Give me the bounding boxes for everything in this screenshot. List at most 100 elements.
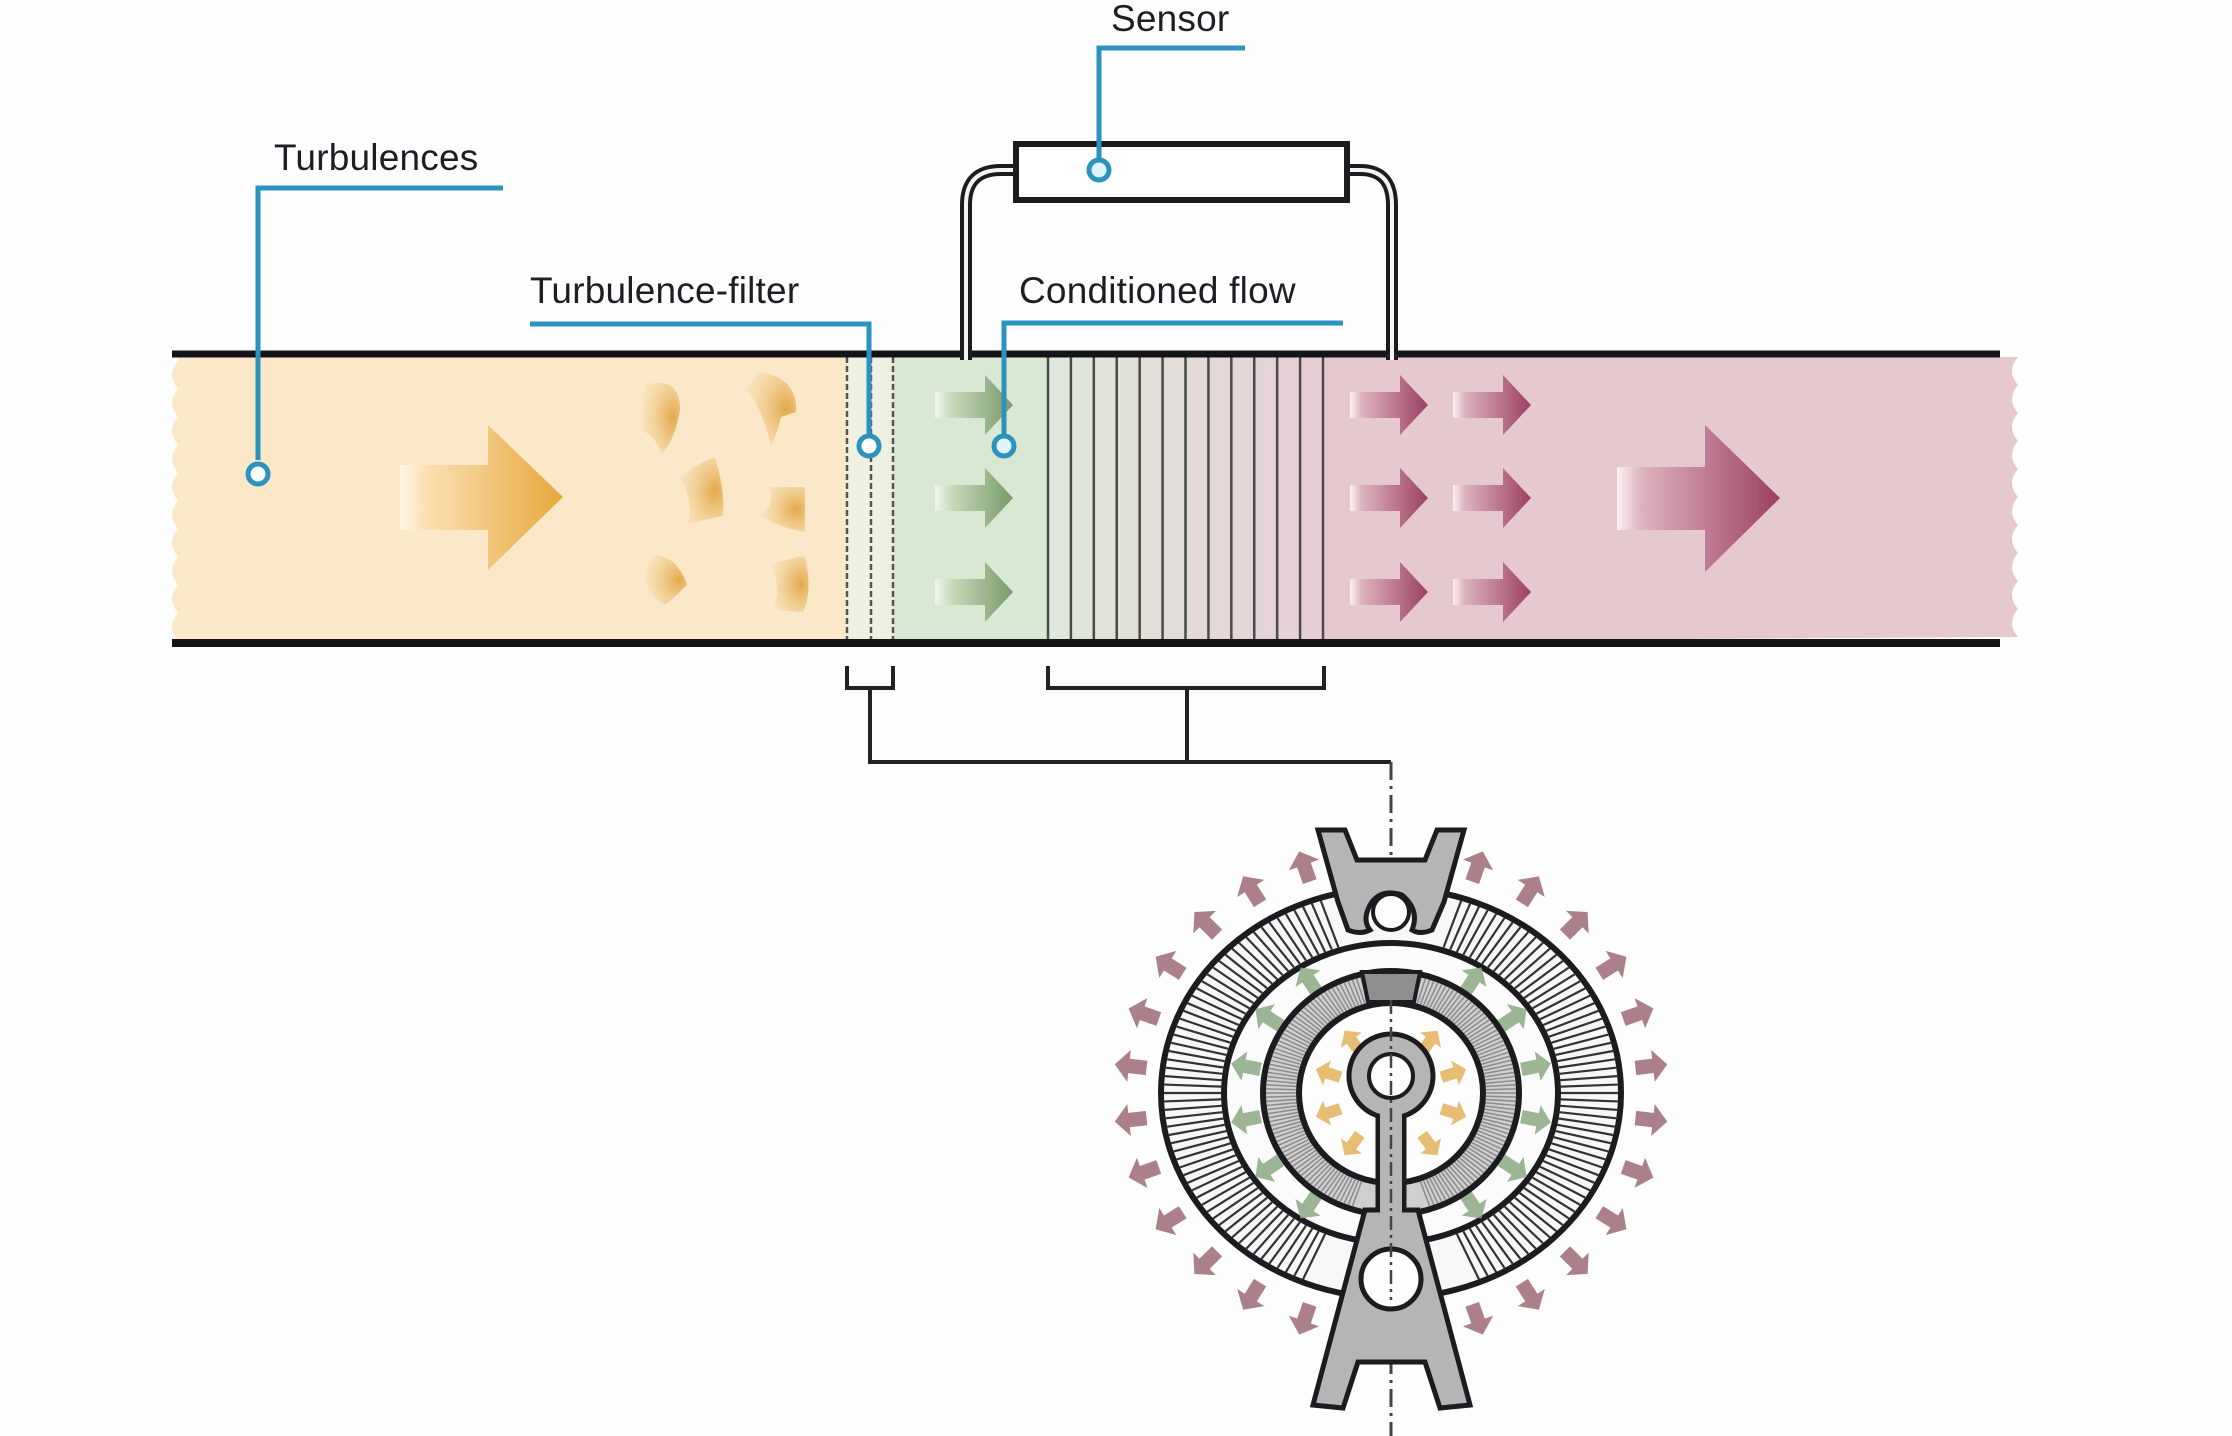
inner-hatch-line (1267, 1105, 1298, 1111)
outer-arrow-icon (1595, 1206, 1627, 1236)
outer-hatch-line (1164, 1074, 1222, 1082)
outer-hatch-line (1449, 903, 1472, 951)
inner-hatch-line (1351, 979, 1363, 1005)
inner-hatch-line (1446, 996, 1466, 1019)
bypass-tube-left (960, 164, 1016, 360)
outer-hatch-line (1176, 1142, 1231, 1161)
outer-arrow-icon (1288, 851, 1320, 884)
inner-hatch-line (1343, 1178, 1357, 1204)
inner-hatch-line (1294, 1015, 1319, 1034)
green-arrow-icon (1255, 1004, 1285, 1032)
conditioned-flow-ring-arrows (1231, 967, 1551, 1219)
inner-hatch-line (1425, 982, 1439, 1008)
eddy-icon (760, 487, 805, 532)
inner-hatch-line (1286, 1144, 1313, 1161)
inner-hatch-line (1477, 1130, 1506, 1143)
outer-hatch-line (1167, 1117, 1224, 1128)
outer-hatch-line (1492, 931, 1530, 972)
inner-hatch-line (1472, 1138, 1500, 1154)
outer-hatch-line (1168, 1123, 1225, 1137)
inner-hatch-line (1434, 1174, 1451, 1199)
outer-hatch-line (1201, 980, 1250, 1010)
inner-hatch-line (1485, 1095, 1516, 1098)
conditioned-flow-arrows (935, 375, 1013, 622)
outer-ring-hatching (1164, 900, 1618, 1280)
outer-hatch-line (1553, 1033, 1609, 1050)
outer-hatch-line (1558, 1117, 1615, 1128)
inner-hatch-line (1467, 1147, 1493, 1164)
inner-hatch-line (1276, 1043, 1305, 1056)
inner-hatch-line (1316, 1167, 1336, 1190)
outer-arrow-icon (1515, 876, 1545, 908)
inner-hatch-line (1471, 1141, 1498, 1157)
inner-hatch-line (1425, 1178, 1439, 1204)
inner-hatch-line (1471, 1029, 1498, 1045)
inner-hatch-line (1485, 1098, 1516, 1103)
outer-hatch-line (1224, 1196, 1268, 1233)
inner-hatch-line (1482, 1059, 1512, 1069)
outer-hatch-line (1179, 1017, 1234, 1038)
inner-hatch-line (1485, 1088, 1516, 1091)
inner-hatch-line (1303, 1006, 1326, 1027)
outer-hatch-line (1532, 1176, 1581, 1206)
outer-hatch-line (1276, 917, 1307, 962)
leader-turbulence-filter (530, 321, 872, 436)
outer-arrow-icon (1155, 950, 1187, 980)
outer-hatch-line (1498, 936, 1537, 976)
inner-hatch-line (1446, 1167, 1466, 1190)
outer-hatch-line (1492, 1214, 1530, 1255)
outer-hatch-line (1165, 1111, 1223, 1120)
inner-hatch-line (1280, 1036, 1308, 1051)
pipe (172, 350, 2018, 647)
inner-hatch-line (1472, 1032, 1500, 1048)
outflow-small-arrow-icon (1350, 468, 1428, 528)
inner-hatch-line (1327, 989, 1345, 1013)
orange-arrow-icon (1340, 1130, 1365, 1156)
inner-hatch-line (1292, 1019, 1317, 1037)
inner-hatch-line (1297, 1154, 1321, 1174)
cross-section-view (1114, 827, 1668, 1411)
inner-ring-hatching (1266, 977, 1516, 1207)
green-arrow-icon (1520, 1105, 1551, 1135)
inner-hatch-line (1483, 1063, 1513, 1072)
conditioned-arrow-icon (935, 562, 1013, 622)
outer-hatch-line (1551, 1025, 1606, 1044)
green-arrow-icon (1459, 1189, 1487, 1219)
outer-hatch-line (1487, 926, 1522, 969)
outer-hatch-line (1173, 1033, 1229, 1050)
inner-hatch-line (1478, 1047, 1508, 1059)
inner-hatch-line (1267, 1071, 1298, 1078)
outer-hatch-line (1284, 1228, 1314, 1273)
inner-hatch-line (1270, 1117, 1300, 1127)
outer-arrow-icon (1462, 1302, 1494, 1335)
outer-hatch-line (1557, 1049, 1614, 1063)
inner-hatch-line (1437, 1173, 1455, 1197)
outer-hatch-line (1183, 1009, 1237, 1032)
outer-hatch-line (1553, 1136, 1609, 1153)
leader-conditioned-flow (1001, 320, 1343, 436)
outer-hatch-line (1170, 1129, 1227, 1145)
outflow-arrows (1350, 375, 1531, 622)
outer-hatch-line (1557, 1123, 1614, 1137)
inner-hatch-line (1268, 1067, 1299, 1075)
inner-hatch-line (1300, 1157, 1324, 1177)
inner-hatch-line (1284, 1141, 1311, 1157)
outer-arrow-icon (1114, 1050, 1148, 1082)
inner-hatch-line (1306, 1161, 1328, 1182)
eddy-icon (645, 555, 687, 605)
inner-hatch-line (1268, 1111, 1299, 1119)
outer-hatch-line (1542, 1002, 1595, 1026)
eddy-icon (680, 458, 724, 524)
inner-hatch-line (1270, 1059, 1300, 1069)
orange-arrow-icon (1439, 1060, 1467, 1086)
inner-hatch-line (1269, 1063, 1299, 1072)
inner-hatch-line (1306, 1004, 1328, 1025)
inner-hatch-line (1440, 991, 1458, 1015)
outer-hatch-line (1293, 909, 1320, 956)
inner-hatch-line (1278, 1133, 1306, 1146)
outer-arrow-icon (1128, 998, 1162, 1029)
inner-hatch-line (1419, 1181, 1431, 1207)
inner-hatch-line (1416, 978, 1427, 1004)
outer-hatch-line (1475, 1224, 1506, 1269)
inner-hatch-line (1266, 1079, 1297, 1085)
